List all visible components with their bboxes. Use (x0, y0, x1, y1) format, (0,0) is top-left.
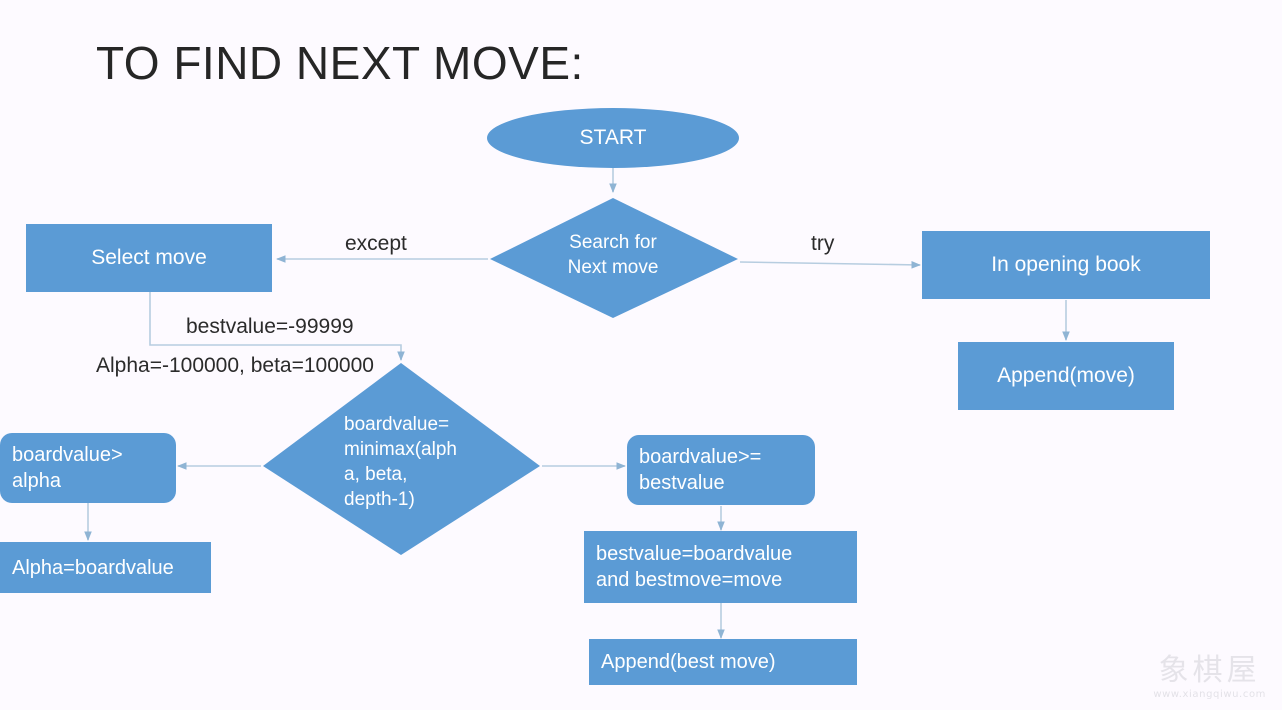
node-boardvalue-ge-bestvalue[interactable]: boardvalue>= bestvalue (627, 435, 815, 505)
edge-search-to-opening-book (739, 261, 921, 269)
node-bestvalue-assign-label: bestvalue=boardvalue and bestmove=move (596, 543, 793, 591)
node-bestvalue-assign[interactable]: bestvalue=boardvalue and bestmove=move (584, 531, 857, 603)
node-search-shape (490, 198, 738, 318)
node-start-shape (487, 108, 739, 168)
node-select-move-label: Select move (91, 246, 207, 270)
node-minimax-shape (263, 363, 540, 555)
node-in-opening-book[interactable]: In opening book (922, 231, 1210, 299)
node-boardvalue-gt-alpha[interactable]: boardvalue> alpha (0, 433, 176, 503)
page-title: TO FIND NEXT MOVE: (96, 37, 584, 89)
node-boardvalue-ge-bestvalue-label: boardvalue>= bestvalue (639, 446, 762, 494)
node-boardvalue-gt-alpha-label: boardvalue> alpha (12, 444, 123, 492)
edge-select-move-to-minimax (149, 292, 405, 361)
node-alpha-assign-label: Alpha=boardvalue (12, 556, 174, 579)
node-alpha-assign[interactable]: Alpha=boardvalue (0, 542, 211, 593)
edge-label-except: except (345, 232, 407, 255)
edge-label-bestvalue-init: bestvalue=-99999 (186, 315, 354, 338)
node-append-move-label: Append(move) (997, 364, 1135, 388)
node-in-opening-book-label: In opening book (991, 253, 1141, 277)
node-append-move[interactable]: Append(move) (958, 342, 1174, 410)
node-select-move[interactable]: Select move (26, 224, 272, 292)
edge-label-alpha-beta-init: Alpha=-100000, beta=100000 (96, 354, 374, 377)
node-append-best-move[interactable]: Append(best move) (589, 639, 857, 685)
edge-label-try: try (811, 232, 835, 255)
node-append-best-move-label: Append(best move) (601, 651, 776, 673)
